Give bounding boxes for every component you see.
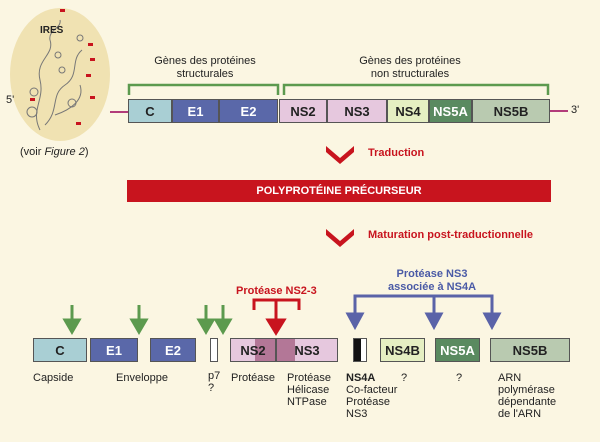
protein-e1: E1 <box>90 338 138 362</box>
polyprotein-bar: POLYPROTÉINE PRÉCURSEUR <box>127 180 551 202</box>
traduction-label: Traduction <box>368 147 425 159</box>
label-p7: p7 ? <box>208 370 221 394</box>
label-enveloppe: Enveloppe <box>116 372 168 384</box>
label-ns4b: ? <box>401 372 408 384</box>
gene-ns5a: NS5A <box>429 99 472 123</box>
five-prime-label: 5' <box>6 94 15 106</box>
label-protease: Protéase <box>231 372 276 384</box>
protein-ns5a: NS5A <box>435 338 480 362</box>
label-ns5b-function: ARN polymérase dépendante de l'ARN <box>498 372 557 420</box>
label-ns4a-title: NS4A <box>346 372 376 384</box>
protein-ns4b: NS4B <box>380 338 425 362</box>
gene-ns3: NS3 <box>327 99 387 123</box>
ires-caption: (voir Figure 2) <box>20 146 89 158</box>
nonstructural-header: Gènes des protéines non structurales <box>359 55 461 80</box>
gene-e1: E1 <box>172 99 219 123</box>
ires-structure-drawing <box>26 9 128 131</box>
maturation-label: Maturation post-traductionnelle <box>368 229 533 241</box>
label-capside: Capside <box>33 372 74 384</box>
ires-illustration <box>10 8 110 141</box>
protease-ns23-label: Protéase NS2-3 <box>236 285 317 297</box>
gene-ns4: NS4 <box>387 99 429 123</box>
label-ns3-function: Protéase Hélicase NTPase <box>287 372 332 408</box>
protein-ns5b: NS5B <box>490 338 570 362</box>
structural-header: Gènes des protéines structurales <box>154 55 256 80</box>
protein-e2: E2 <box>150 338 196 362</box>
label-ns4a-function: Co-facteur Protéase NS3 <box>346 384 398 420</box>
protein-ns2: NS2 <box>230 338 276 362</box>
label-ns5a: ? <box>456 372 463 384</box>
protein-p7 <box>210 338 218 362</box>
polyprotein-label: POLYPROTÉINE PRÉCURSEUR <box>256 185 422 197</box>
protein-ns4a <box>353 338 367 362</box>
ires-label: IRES <box>40 25 64 36</box>
protein-c: C <box>33 338 87 362</box>
gene-c: C <box>128 99 172 123</box>
three-prime-label: 3' <box>571 104 580 116</box>
protease-ns3-label: Protéase NS3 associée à NS4A <box>387 268 477 293</box>
gene-e2: E2 <box>219 99 278 123</box>
gene-ns5b: NS5B <box>472 99 550 123</box>
protein-ns3: NS3 <box>276 338 338 362</box>
gene-ns2: NS2 <box>279 99 327 123</box>
